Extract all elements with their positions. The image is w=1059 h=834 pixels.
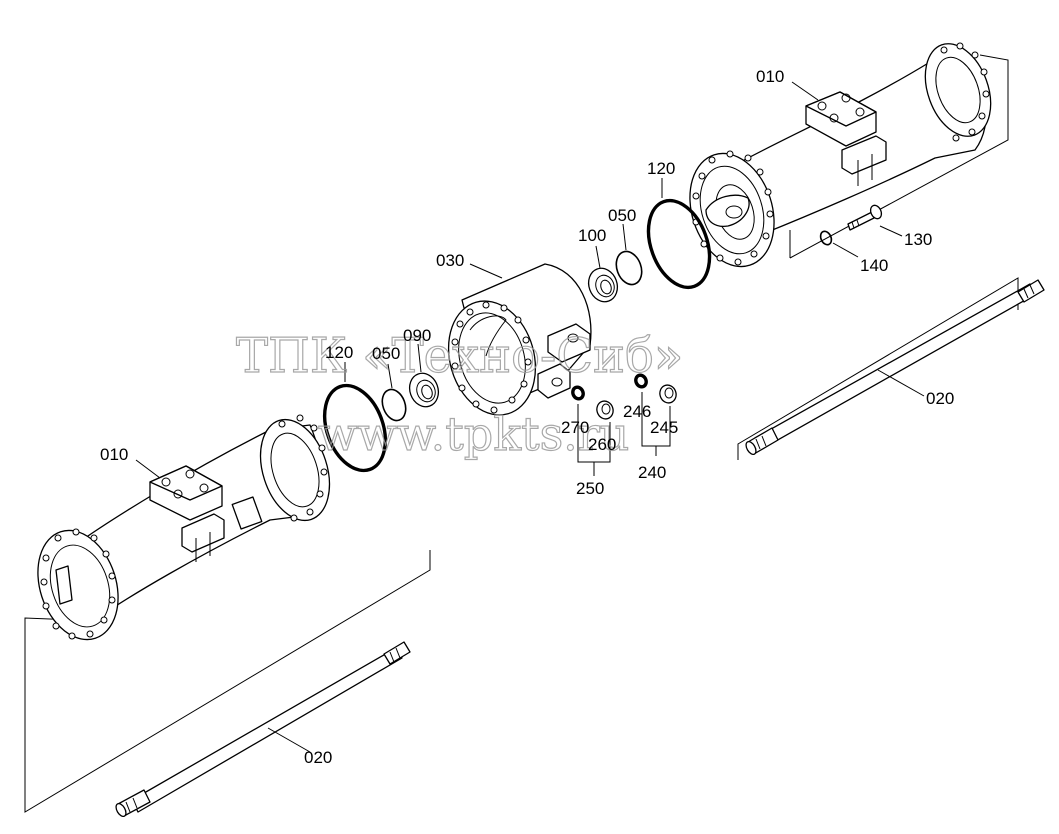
- o-ring-120-left: [322, 383, 388, 473]
- label-030: 030: [436, 251, 464, 270]
- axle-housing-right: [689, 42, 1009, 268]
- label-245: 245: [650, 418, 678, 437]
- label-100: 100: [578, 226, 606, 245]
- washer-140: [819, 230, 833, 246]
- label-020-right: 020: [926, 389, 954, 408]
- label-020-bottom: 020: [304, 748, 332, 767]
- center-housing-030: [447, 263, 592, 416]
- label-090: 090: [403, 326, 431, 345]
- label-270: 270: [561, 418, 589, 437]
- o-ring-120-right: [646, 198, 712, 290]
- label-250: 250: [576, 479, 604, 498]
- label-050-left: 050: [372, 344, 400, 363]
- drive-shaft-020-left: [115, 641, 411, 818]
- label-120-right: 120: [647, 159, 675, 178]
- label-120-left: 120: [325, 343, 353, 362]
- seal-246: [634, 373, 648, 389]
- label-260: 260: [588, 435, 616, 454]
- watermark-company: ТПК «Техно-Сиб»: [236, 328, 683, 384]
- axle-housing-left: [24, 414, 431, 813]
- label-246: 246: [623, 402, 651, 421]
- label-010-bottom: 010: [100, 445, 128, 464]
- plug-245: [659, 384, 677, 404]
- bearing-100: [587, 267, 619, 303]
- label-140: 140: [860, 256, 888, 275]
- label-010-top: 010: [756, 67, 784, 86]
- ring-050-left: [381, 388, 407, 422]
- bearing-090: [408, 372, 440, 408]
- bolt-130: [847, 204, 883, 231]
- label-240: 240: [638, 463, 666, 482]
- plug-260: [596, 400, 614, 420]
- drive-shaft-020-right: [737, 277, 1045, 460]
- ring-050-right: [615, 250, 643, 286]
- seal-270: [571, 385, 585, 401]
- watermark-url: www.tpkts.ru: [318, 407, 629, 461]
- label-130: 130: [904, 230, 932, 249]
- label-050-right: 050: [608, 206, 636, 225]
